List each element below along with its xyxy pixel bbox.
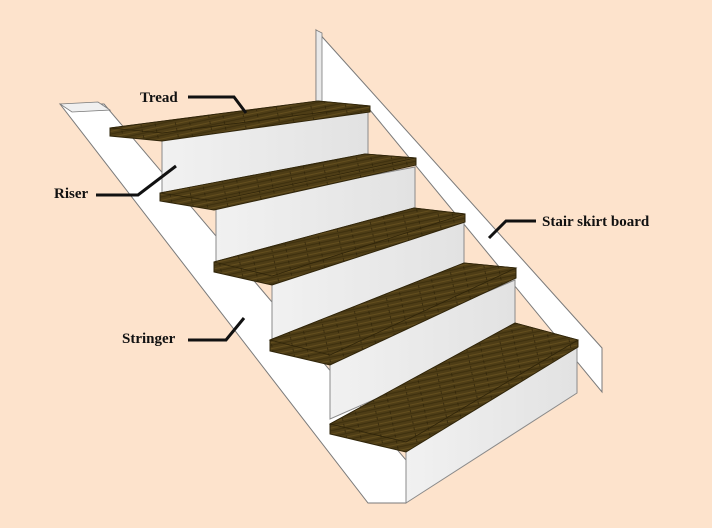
- skirt-board-leader: [487, 219, 536, 240]
- riser-label: Riser: [54, 186, 89, 202]
- tread-leader: [188, 95, 248, 114]
- stringer-leader: [188, 317, 246, 342]
- tread-label: Tread: [140, 90, 178, 106]
- skirt-board-edge: [315, 29, 323, 105]
- skirt-board-label: Stair skirt board: [542, 214, 650, 230]
- stringer-label: Stringer: [122, 331, 176, 347]
- stringer-top: [58, 101, 112, 113]
- riser-leader: [96, 164, 177, 197]
